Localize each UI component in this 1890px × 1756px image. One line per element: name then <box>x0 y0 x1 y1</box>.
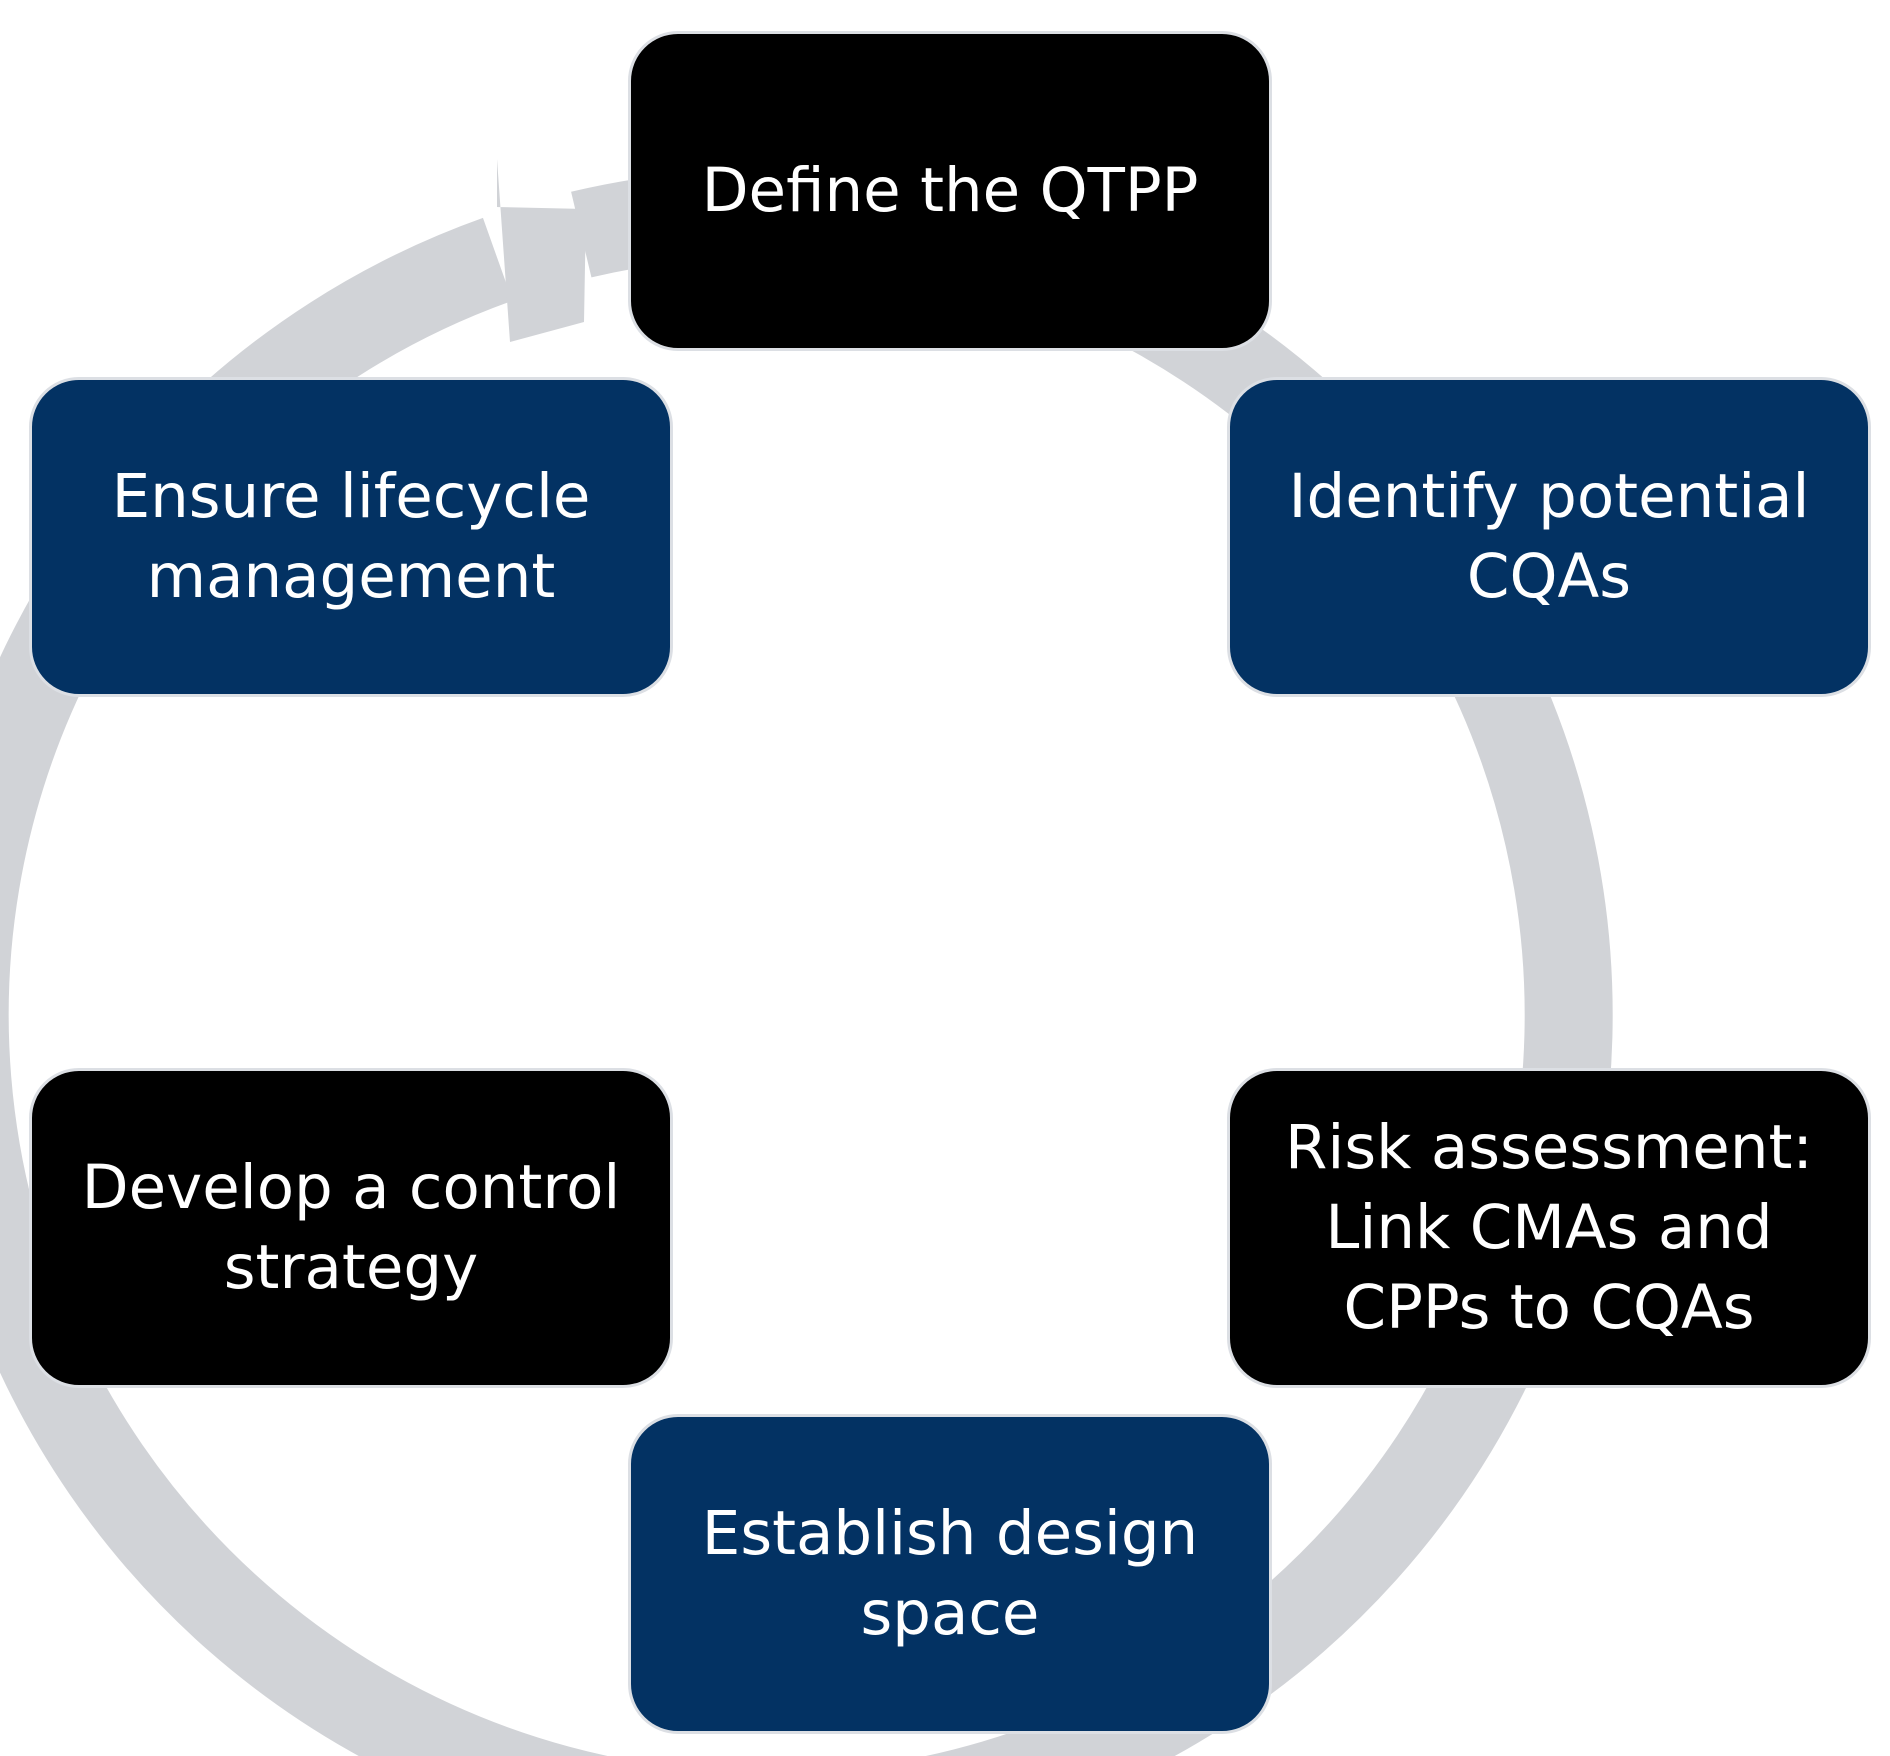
step-label: Define the QTPP <box>701 155 1199 226</box>
step-establish-design-space: Establish design space <box>628 1414 1272 1734</box>
step-risk-assessment: Risk assessment: Link CMAs and CPPs to C… <box>1227 1068 1871 1388</box>
step-label: Ensure lifecycle management <box>111 461 591 612</box>
step-identify-cqas: Identify potential CQAs <box>1227 377 1871 697</box>
step-label: Risk assessment: Link CMAs and CPPs to C… <box>1285 1112 1813 1343</box>
step-develop-control-strategy: Develop a control strategy <box>29 1068 673 1388</box>
step-label: Develop a control strategy <box>81 1152 621 1303</box>
step-label: Establish design space <box>701 1498 1199 1649</box>
step-ensure-lifecycle-management: Ensure lifecycle management <box>29 377 673 697</box>
step-define-qtpp: Define the QTPP <box>628 31 1272 351</box>
cycle-arrowhead <box>497 159 586 342</box>
step-label: Identify potential CQAs <box>1288 461 1810 612</box>
